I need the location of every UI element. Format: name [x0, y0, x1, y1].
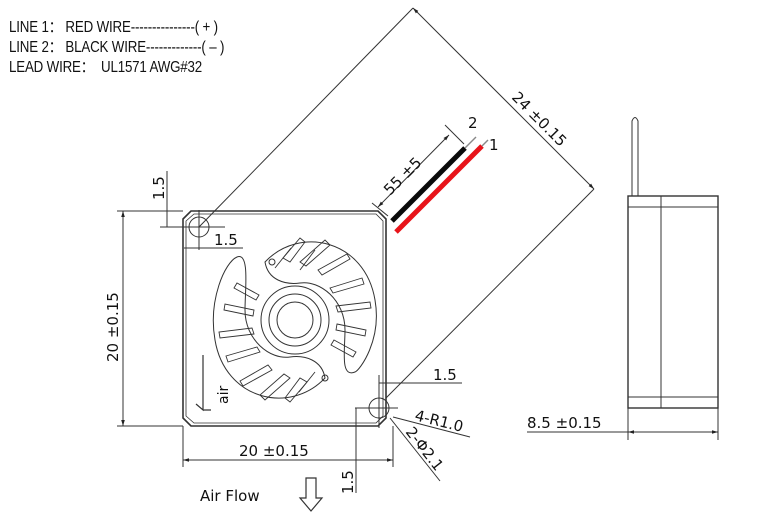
hole-diameter-label: 2-Φ2.1 — [402, 423, 447, 474]
fan-body — [182, 210, 387, 427]
hole-offset-bottom-label: 1.5 — [339, 470, 357, 494]
width-label: 20 ±0.15 — [239, 442, 309, 460]
height-label: 20 ±0.15 — [104, 292, 122, 362]
height-dimension — [117, 210, 183, 427]
diagonal-dimension — [198, 7, 595, 399]
hole-offset-right-label: 1.5 — [433, 366, 457, 384]
wire-label-2: 2 — [468, 114, 478, 132]
note-line-2: LINE 2： BLACK WIRE-------------( – ) — [9, 39, 225, 56]
air-marking-text: air — [216, 386, 232, 404]
width-dimension — [182, 426, 394, 467]
fan-impeller — [212, 237, 377, 403]
air-flow-label: Air Flow — [200, 487, 260, 505]
diagonal-label: 24 ±0.15 — [508, 88, 570, 150]
callout-leaders — [389, 416, 471, 482]
air-direction-arrow-icon — [195, 355, 211, 412]
note-line-1: LINE 1： RED WIRE---------------( + ) — [9, 19, 218, 36]
note-lead-wire: LEAD WIRE： UL1571 AWG#32 — [9, 59, 203, 76]
air-flow-arrow-icon — [298, 477, 324, 512]
hole-offset-left-label: 1.5 — [214, 231, 238, 249]
thickness-label: 8.5 ±0.15 — [527, 414, 602, 432]
hole-offset-top-label: 1.5 — [150, 176, 168, 200]
side-view — [627, 117, 719, 440]
wire-notes: LINE 1： RED WIRE---------------( + ) LIN… — [9, 18, 224, 78]
wire-label-1: 1 — [489, 136, 499, 154]
hole-offset-right-dimension — [378, 375, 462, 395]
